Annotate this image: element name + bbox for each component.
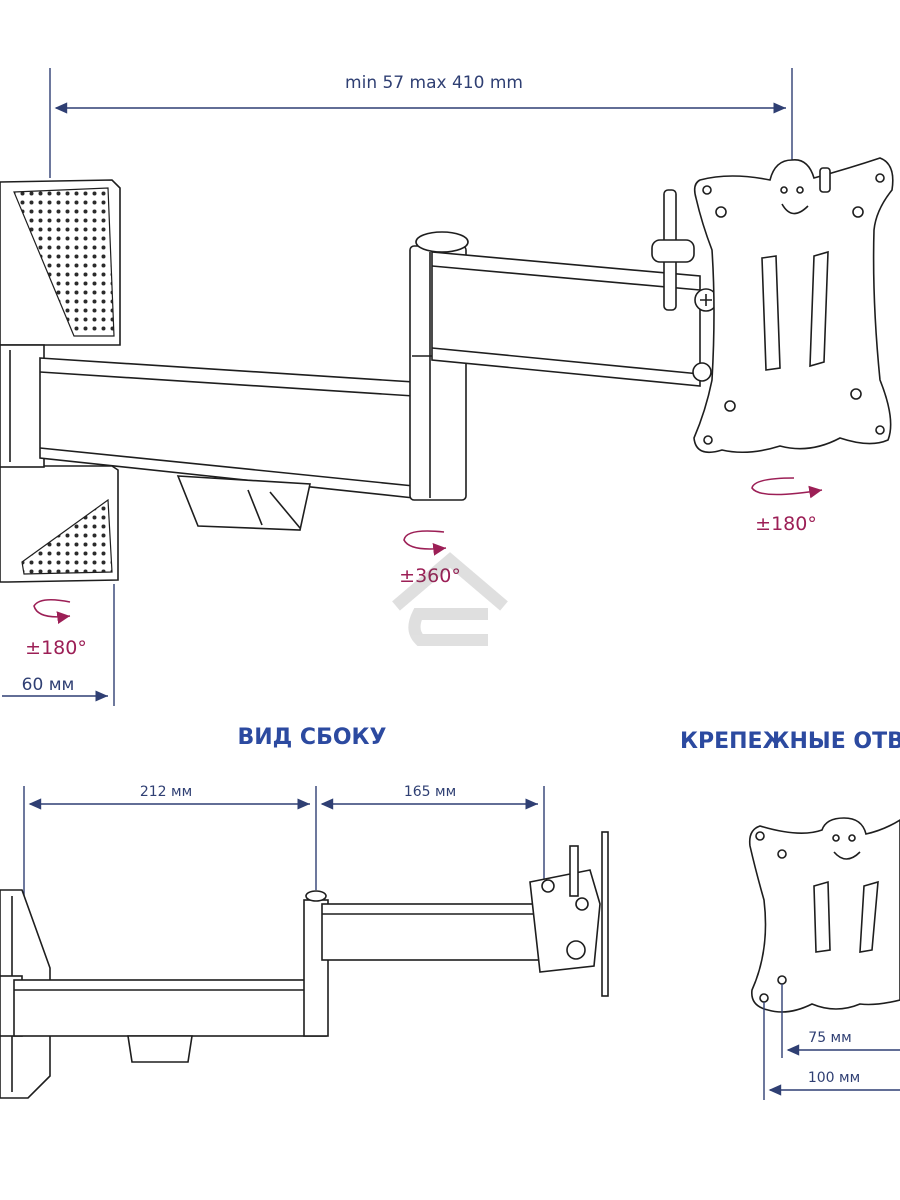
arm1-dimension: 212 мм (23, 784, 317, 900)
depth-label: 60 мм (22, 675, 75, 695)
side-arm1 (13, 979, 327, 1063)
rotation-elbow: ±360° (399, 530, 461, 587)
holes-plate (748, 817, 900, 1013)
arm1-label: 212 мм (140, 784, 192, 800)
side-tilt-head (529, 831, 609, 997)
rotation-elbow-label: ±360° (399, 565, 461, 587)
holes-dim-large: 100 мм (763, 1002, 900, 1100)
front-view: min 57 max 410 mm (0, 68, 894, 706)
wall-bracket (0, 179, 121, 583)
watermark-logo (392, 552, 508, 646)
side-view: ВИД СБОКУ 212 мм 165 мм (0, 725, 609, 1099)
holes-view: КРЕПЕЖНЫЕ ОТВ 75 мм 100 мм (680, 729, 900, 1100)
depth-dimension: 60 мм (2, 584, 115, 706)
holes-dim-small: 75 мм (781, 984, 900, 1058)
arm2-dimension: 165 мм (320, 784, 545, 886)
rotation-plate-label: ±180° (755, 513, 817, 535)
rotation-plate: ±180° (751, 477, 823, 535)
arm2-label: 165 мм (404, 784, 456, 800)
rotation-wall-label: ±180° (25, 637, 87, 659)
span-label: min 57 max 410 mm (345, 73, 523, 93)
side-view-heading: ВИД СБОКУ (238, 725, 387, 750)
holes-dim-large-label: 100 мм (808, 1070, 860, 1086)
vesa-plate (693, 157, 894, 454)
second-arm (431, 251, 701, 387)
side-arm2 (321, 903, 549, 961)
first-arm (39, 357, 415, 531)
holes-view-heading: КРЕПЕЖНЫЕ ОТВ (680, 729, 900, 754)
rotation-wall: ±180° (25, 598, 87, 659)
span-dimension: min 57 max 410 mm (49, 68, 793, 178)
holes-dim-small-label: 75 мм (808, 1030, 851, 1046)
